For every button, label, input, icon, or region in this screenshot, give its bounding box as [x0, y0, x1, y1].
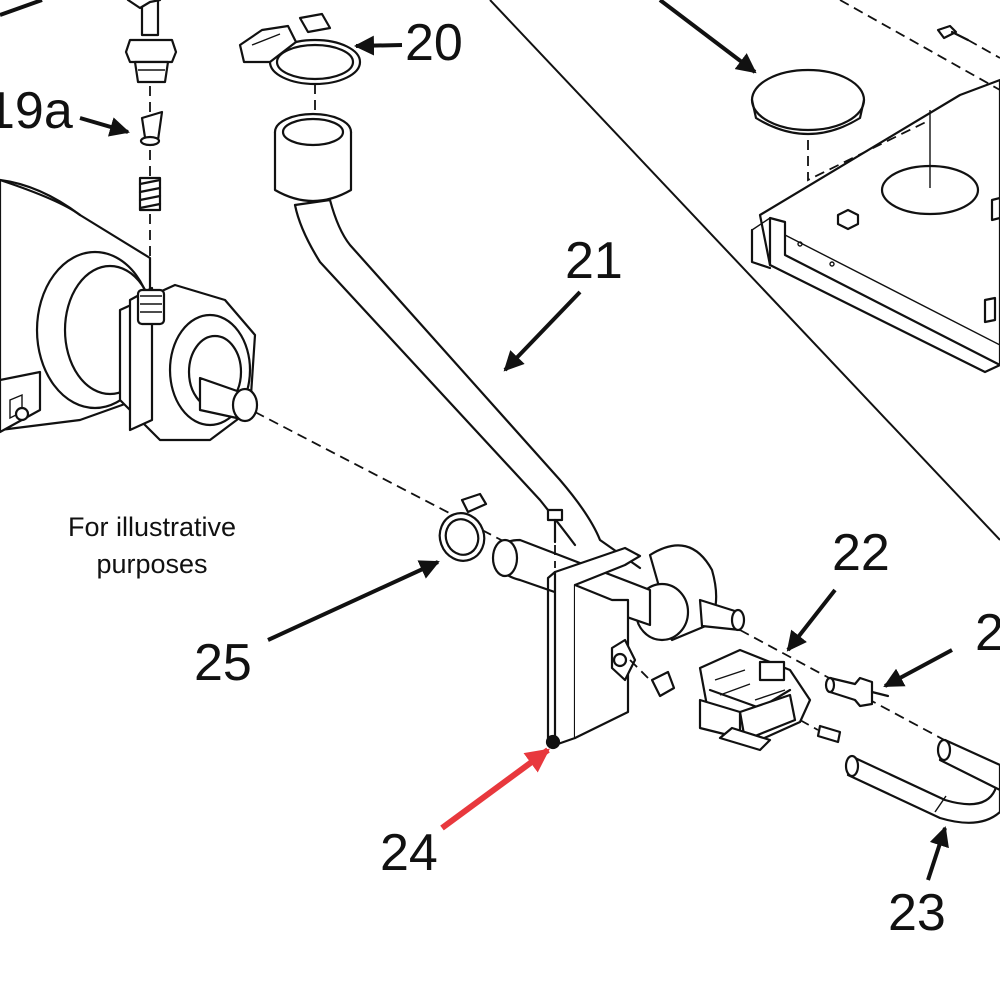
leader-top-left: [0, 0, 43, 17]
leader-23: [926, 826, 949, 881]
callout-21: 21: [565, 232, 623, 290]
callout-labels: 19a 20 21 22 23 24 25 2: [0, 14, 1000, 942]
elbow-fitting-right: [824, 676, 890, 708]
cap-part: [750, 68, 931, 182]
bracket-24: [491, 508, 676, 750]
callout-19a: 19a: [0, 82, 73, 140]
hose-21: [273, 112, 746, 642]
callout-25: 25: [194, 634, 252, 692]
leader-21: [503, 290, 582, 372]
hose-23: [844, 738, 1000, 824]
leader-2x: [883, 648, 953, 688]
frame-edge-line: [489, 0, 1000, 541]
hose-clamp-25: [438, 492, 488, 562]
note-line-1: For illustrative: [68, 512, 236, 542]
illustrative-note: For illustrative purposes: [68, 512, 236, 579]
hose-clamp-20: [238, 12, 362, 130]
pump-inlet-fitting: [124, 0, 178, 285]
pump-housing: [118, 283, 259, 442]
base-plate: [750, 0, 1000, 374]
pressure-switch-22: [698, 648, 842, 752]
leader-19a: [79, 116, 130, 137]
leader-25: [267, 560, 440, 642]
leader-cap: [658, 0, 757, 74]
callout-22: 22: [832, 524, 890, 582]
callout-24: 24: [380, 824, 438, 882]
callout-2x: 2: [975, 604, 1000, 662]
leader-20: [354, 35, 403, 56]
note-line-2: purposes: [96, 549, 207, 579]
leader-22: [786, 588, 837, 652]
leader-24-highlight: [440, 747, 550, 831]
callout-leaders: [0, 0, 953, 881]
callout-20: 20: [405, 14, 463, 72]
callout-23: 23: [888, 884, 946, 942]
